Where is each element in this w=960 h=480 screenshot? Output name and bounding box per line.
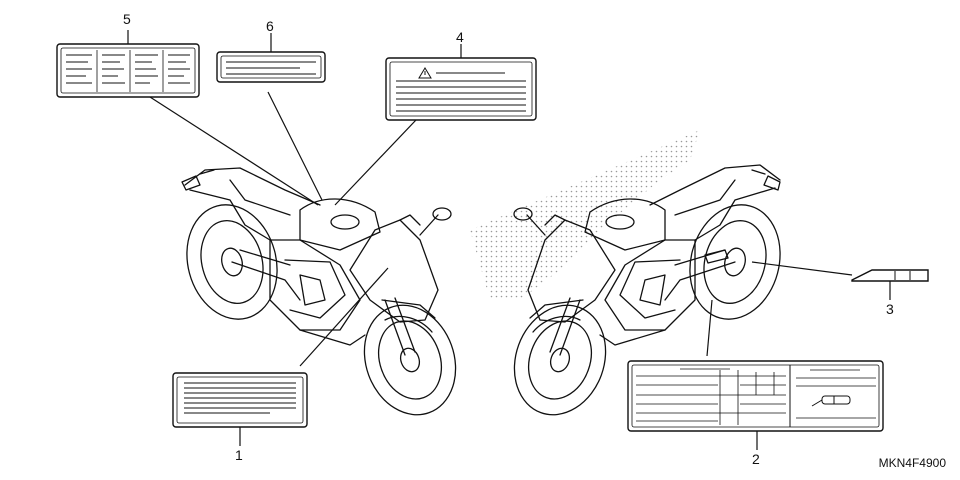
warning-triangle-icon	[418, 67, 432, 79]
tire-gauge-icon	[811, 395, 851, 407]
motorcycle-right	[513, 164, 781, 416]
label-4-warning	[385, 57, 537, 121]
label-3-color	[851, 269, 929, 282]
callout-4: 4	[456, 29, 464, 45]
label-1-caution	[172, 372, 308, 428]
label-2-emission-tire-info	[627, 360, 884, 432]
callout-2: 2	[752, 451, 760, 467]
callout-1: 1	[235, 447, 243, 463]
motorcycle-left	[181, 167, 457, 416]
callout-3: 3	[886, 301, 894, 317]
leader-lines	[127, 30, 891, 450]
label-6-fuel	[216, 51, 326, 83]
callout-5: 5	[123, 11, 131, 27]
label-5-specification	[56, 43, 200, 98]
diagram-code: MKN4F4900	[878, 456, 946, 470]
stipple-shadow	[470, 130, 700, 300]
callout-6: 6	[266, 18, 274, 34]
